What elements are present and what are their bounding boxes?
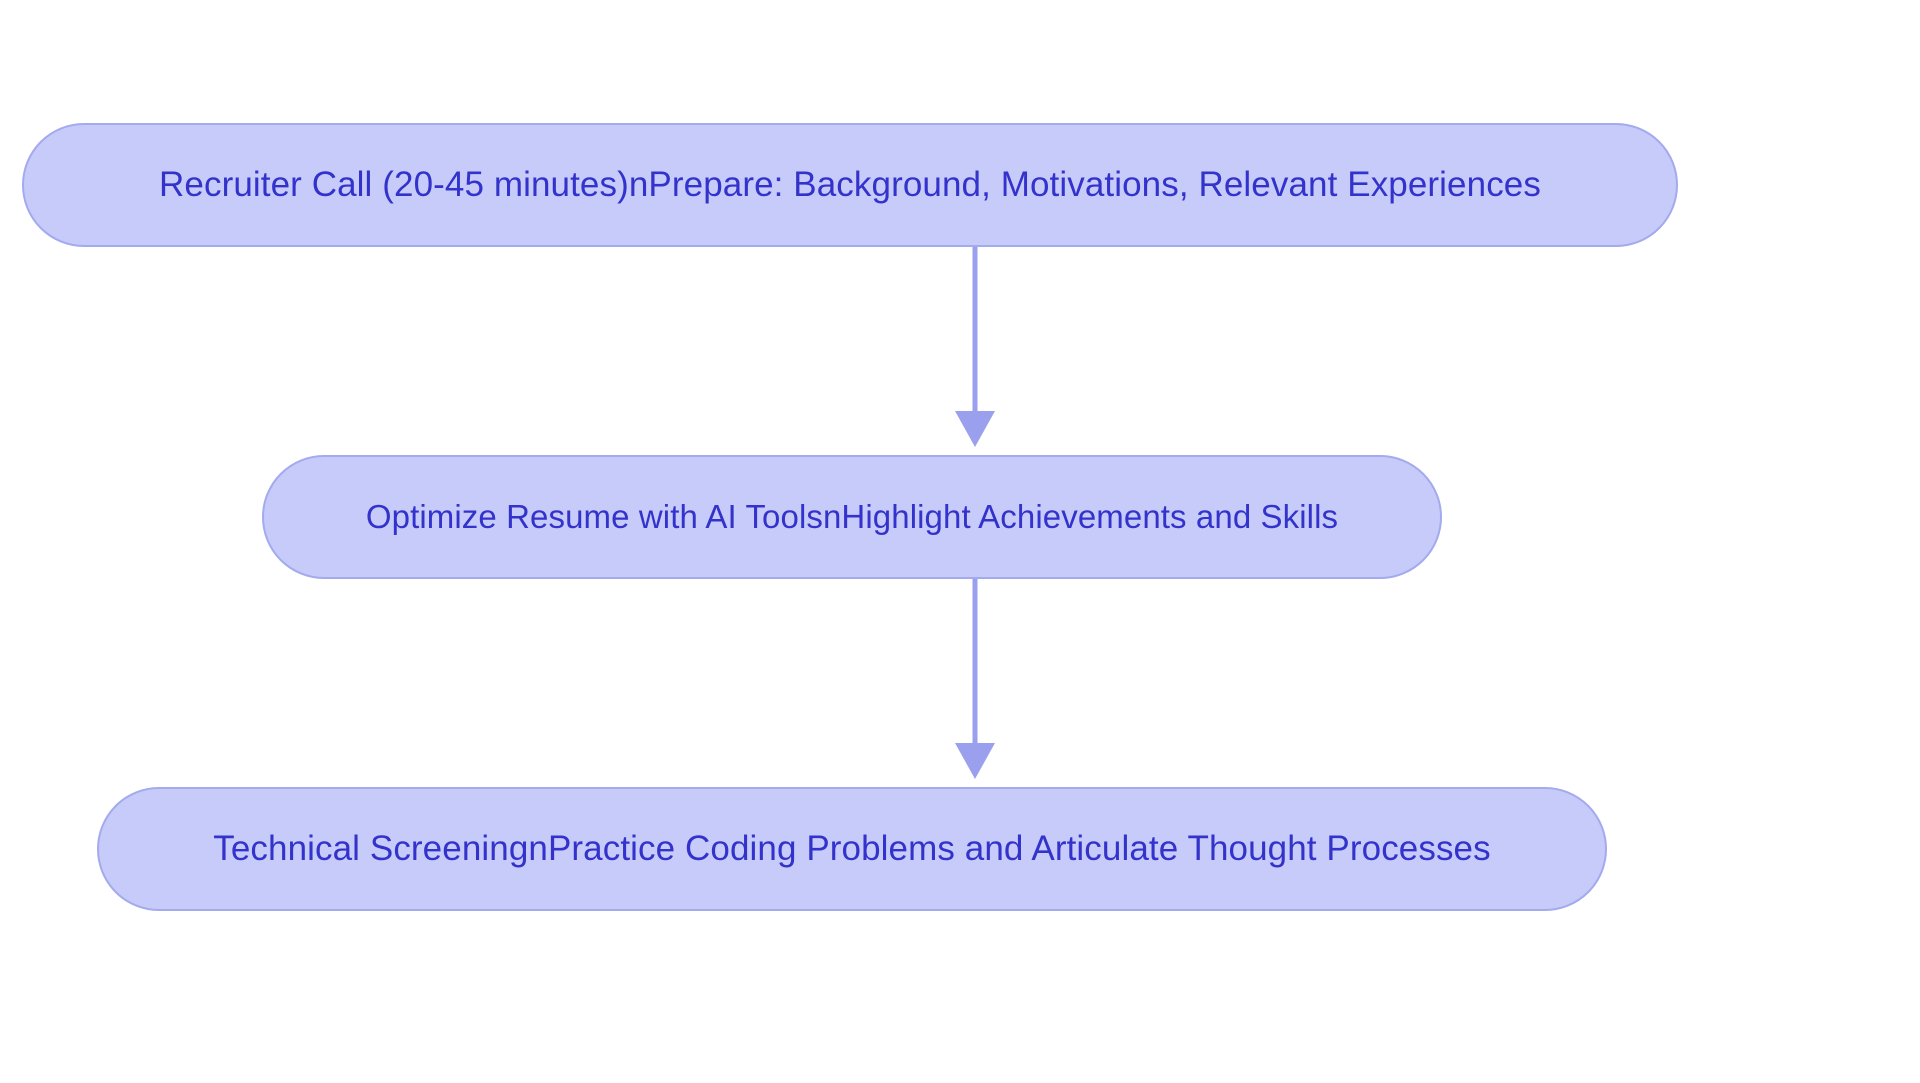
flowchart-node-label: Technical ScreeningnPractice Coding Prob… [213, 828, 1491, 868]
arrowhead-2 [955, 743, 995, 779]
arrowhead-1 [955, 411, 995, 447]
flowchart-node-label: Recruiter Call (20-45 minutes)nPrepare: … [159, 164, 1541, 204]
flowchart-node-optimize-resume[interactable]: Optimize Resume with AI ToolsnHighlight … [262, 455, 1442, 579]
flowchart-node-technical-screening[interactable]: Technical ScreeningnPractice Coding Prob… [97, 787, 1607, 911]
flowchart-node-label: Optimize Resume with AI ToolsnHighlight … [365, 498, 1339, 536]
flowchart-node-recruiter-call[interactable]: Recruiter Call (20-45 minutes)nPrepare: … [22, 123, 1678, 247]
